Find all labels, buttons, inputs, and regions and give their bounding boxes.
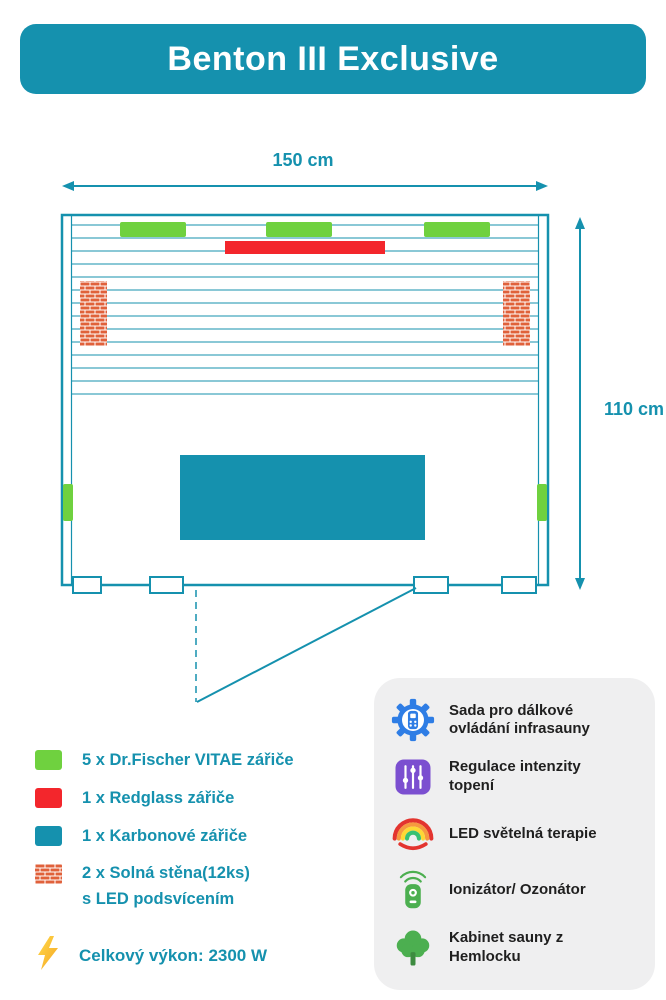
brick-swatch-svg <box>35 864 62 884</box>
inner-walls <box>70 215 540 585</box>
door-swing <box>195 587 417 703</box>
feature-ionizer: Ionizátor/ Ozonátor <box>390 868 639 914</box>
feature-label: Regulace intenzity topení <box>449 758 581 795</box>
features-panel: Sada pro dálkové ovládání infrasauny <box>374 678 655 990</box>
legend-sublabel: s LED podsvícením <box>82 890 235 908</box>
carbon-heater-bench <box>180 455 425 540</box>
intensity-sliders-icon <box>390 754 436 800</box>
legend-item-vitae: 5 x Dr.Fischer VITAE zářiče <box>35 750 370 770</box>
lightning-bolt-icon <box>35 935 61 976</box>
green-square-swatch <box>35 750 62 770</box>
vitae-heaters <box>63 222 547 521</box>
feature-label: LED světelná terapie <box>449 824 597 842</box>
bench-slats <box>72 224 538 395</box>
header-banner: Benton III Exclusive <box>20 24 646 94</box>
width-dimension-label: 150 cm <box>272 150 333 170</box>
salt-wall-right <box>503 281 530 346</box>
legend-item-salt-wall: 2 x Solná stěna(12ks) s LED podsvícením <box>35 864 370 909</box>
feature-hemlock-cabin: Kabinet sauny z Hemlocku <box>390 925 639 971</box>
feature-intensity-regulation: Regulace intenzity topení <box>390 754 639 800</box>
red-square-swatch <box>35 788 62 808</box>
width-dimension: 150 cm <box>62 150 548 191</box>
salt-wall-left <box>80 281 107 346</box>
feature-label: Ionizátor/ Ozonátor <box>449 881 586 899</box>
redglass-heater <box>225 241 385 254</box>
rainbow-led-icon <box>390 811 436 857</box>
brick-pattern-swatch <box>35 864 62 884</box>
legend-text-block: 2 x Solná stěna(12ks) s LED podsvícením <box>82 864 250 909</box>
hemlock-tree-icon <box>390 925 436 971</box>
sauna-floorplan-diagram: 150 cm 110 cm <box>0 130 666 715</box>
legend-label: 2 x Solná stěna(12ks) <box>82 864 250 882</box>
height-dimension-label: 110 cm <box>604 399 664 419</box>
ionizer-device-icon <box>390 868 436 914</box>
cabin-feet <box>72 576 537 594</box>
floorplan-svg: 150 cm 110 cm <box>60 150 664 703</box>
feature-remote-control: Sada pro dálkové ovládání infrasauny <box>390 697 639 743</box>
teal-square-swatch <box>35 826 62 846</box>
height-dimension: 110 cm <box>575 217 664 590</box>
legend-item-carbon: 1 x Karbonové zářiče <box>35 826 370 846</box>
legend-label: 5 x Dr.Fischer VITAE zářiče <box>82 750 294 769</box>
legend-label: 1 x Karbonové zářiče <box>82 826 248 845</box>
power-label: Celkový výkon: 2300 W <box>79 945 268 965</box>
feature-label: Kabinet sauny z Hemlocku <box>449 928 564 965</box>
feature-led-therapy: LED světelná terapie <box>390 811 639 857</box>
legend-item-redglass: 1 x Redglass zářiče <box>35 788 370 808</box>
legend: 5 x Dr.Fischer VITAE zářiče 1 x Redglass… <box>35 750 370 976</box>
page-title: Benton III Exclusive <box>167 39 499 78</box>
feature-label: Sada pro dálkové ovládání infrasauny <box>449 701 590 738</box>
total-power: Celkový výkon: 2300 W <box>35 935 370 976</box>
remote-control-gear-icon <box>390 697 436 743</box>
legend-label: 1 x Redglass zářiče <box>82 788 235 807</box>
